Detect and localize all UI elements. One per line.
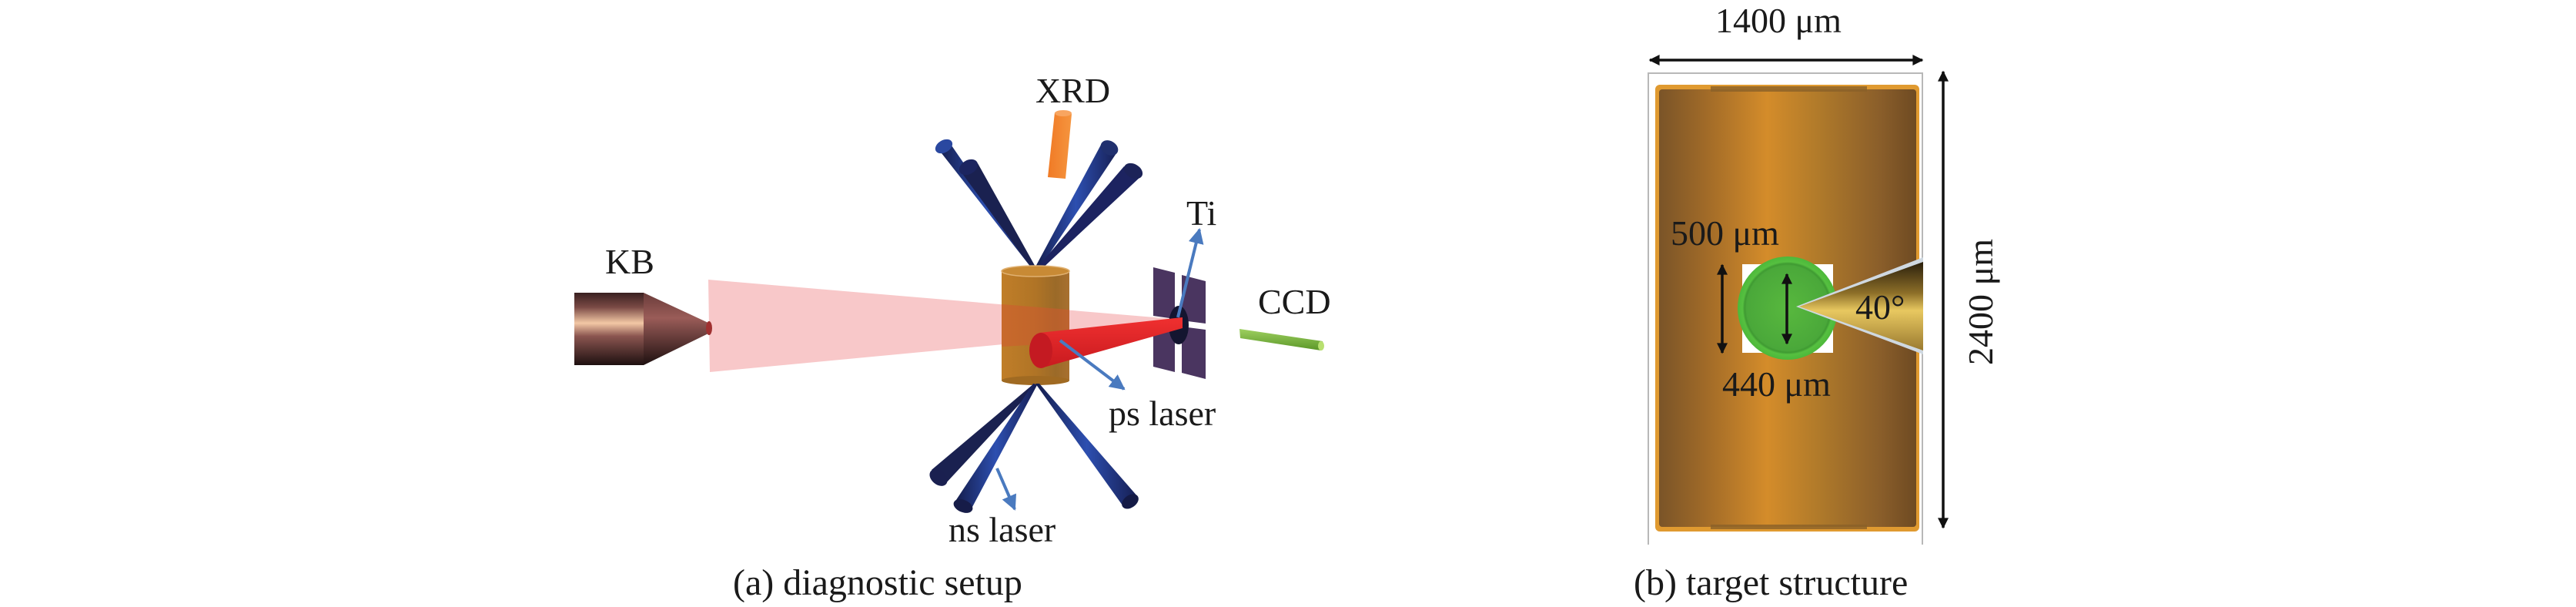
ti-plate-lower-right xyxy=(1182,327,1206,379)
ns-laser-beams-lower xyxy=(929,384,1139,513)
cylinder-top xyxy=(1001,265,1070,277)
ti-emission-arrow xyxy=(1176,228,1204,318)
label-ti: Ti xyxy=(1186,193,1216,233)
caption-panel-b: (b) target structure xyxy=(1634,562,1908,603)
label-width: 1400 μm xyxy=(1715,1,1842,40)
ti-plate-upper-left xyxy=(1153,267,1175,319)
ns-beam-end xyxy=(1123,163,1143,179)
label-ccd: CCD xyxy=(1258,282,1331,321)
ns-laser-beams-upper xyxy=(935,139,1143,271)
label-ps-laser: ps laser xyxy=(1109,394,1216,433)
ns-beam xyxy=(955,384,1037,508)
label-xrd: XRD xyxy=(1035,71,1110,110)
kb-microscope xyxy=(574,293,712,365)
ns-beam-end xyxy=(929,469,948,486)
xrd-detector xyxy=(1048,110,1072,179)
gold-cone xyxy=(1799,262,1923,350)
ps-rod-end xyxy=(1029,333,1052,368)
ns-beam-end xyxy=(1122,494,1139,509)
xray-imaging-cone xyxy=(708,280,1182,372)
kb-nose-cone xyxy=(644,293,710,365)
ns-beam xyxy=(1034,145,1118,271)
label-cone-angle: 40° xyxy=(1855,287,1905,327)
ti-plate-upper-right xyxy=(1182,275,1206,324)
ps-laser-arrow xyxy=(1059,339,1126,391)
ns-laser-arrow xyxy=(995,468,1017,511)
panel-a-diagnostic-setup: KB XRD xyxy=(574,71,1331,603)
ns-beam-end xyxy=(935,139,953,154)
target-top-edge xyxy=(1711,86,1867,92)
xrd-rod xyxy=(1048,112,1072,179)
ns-beam xyxy=(932,384,1037,484)
cylinder-bottom xyxy=(1002,376,1069,385)
caption-panel-a: (a) diagnostic setup xyxy=(733,562,1022,603)
ns-beam-end xyxy=(1100,140,1119,156)
label-kb: KB xyxy=(605,242,654,281)
ns-beam xyxy=(959,163,1037,271)
label-height: 2400 μm xyxy=(1961,239,2000,365)
label-ns-laser: ns laser xyxy=(948,510,1055,549)
ccd-rod xyxy=(1239,329,1323,350)
panel-b-target-structure: 1400 μm 2400 μm 500 μm 440 μm 40° (b) ta… xyxy=(1634,1,2000,603)
kb-tip xyxy=(706,321,712,335)
ns-beam-end xyxy=(958,159,979,176)
ns-beam xyxy=(1035,384,1138,505)
ps-laser-beam xyxy=(1029,317,1183,368)
label-inner-440: 440 μm xyxy=(1722,364,1831,404)
target-bottom-edge xyxy=(1711,525,1867,529)
ccd-camera xyxy=(1239,329,1324,350)
ccd-rod-end xyxy=(1318,341,1324,350)
label-hole-500: 500 μm xyxy=(1671,213,1779,253)
ps-rod xyxy=(1039,317,1183,368)
ns-beam xyxy=(1035,166,1142,271)
ns-beam-end xyxy=(953,499,973,513)
target-cylinder xyxy=(1001,265,1070,385)
kb-body xyxy=(574,293,644,365)
xrd-rod-cap xyxy=(1055,110,1072,116)
